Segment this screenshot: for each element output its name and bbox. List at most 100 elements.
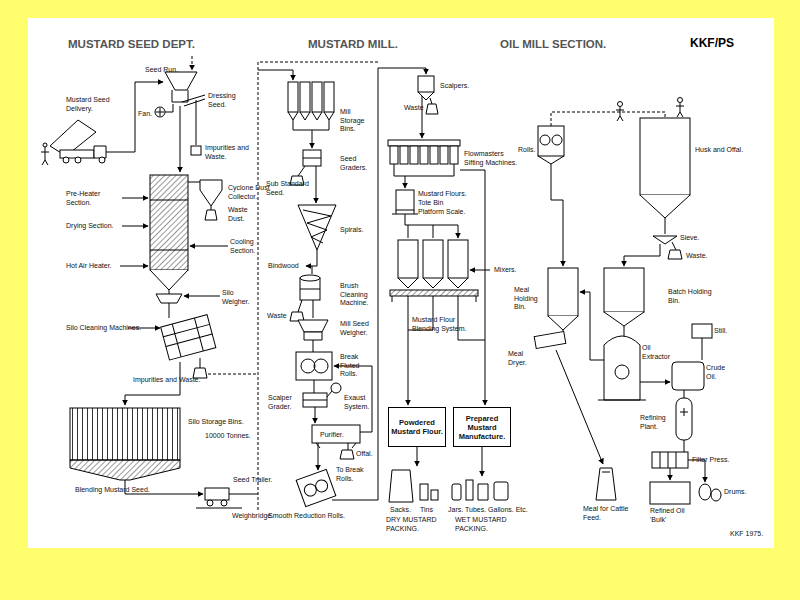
waste-bag: [668, 250, 682, 259]
smooth-reduction-rolls: [296, 469, 336, 506]
flow-line: [312, 130, 313, 148]
drums: [699, 484, 721, 501]
mixers: [423, 240, 443, 278]
delivery-truck: [41, 147, 49, 165]
equipment-label: Brush Cleaning Machine.: [340, 282, 376, 308]
scalpers: [426, 104, 438, 114]
silo-weigher: [156, 290, 182, 303]
exhaust-fan: [331, 383, 341, 393]
equipment-label: Waste Dust.: [228, 206, 258, 223]
crude-oil-tank: [672, 362, 704, 390]
seed-trailer: [221, 500, 227, 506]
watermark: KKF/PS: [690, 36, 770, 50]
drums: [699, 484, 711, 500]
scalpers: [418, 76, 434, 92]
exhaust-fan: [327, 383, 341, 397]
equipment-label: Spirals.: [340, 226, 370, 235]
equipment-label: Batch Holding Bin.: [668, 288, 713, 305]
flow-line: [200, 358, 201, 368]
equipment-label: Seed Trailer.: [233, 476, 283, 485]
equipment-label: DRY MUSTARD PACKING.: [386, 516, 442, 533]
mixers: [398, 278, 468, 288]
rolls-machine: [540, 135, 550, 145]
meal-holding-bin: [548, 316, 578, 330]
equipment-label: Offal.: [356, 450, 381, 459]
tote-bin-scale: [392, 190, 418, 214]
flow-line: [422, 96, 423, 138]
flow-line: [258, 70, 293, 80]
worker-figure: [616, 107, 624, 121]
mill-seed-weigher: [298, 320, 328, 340]
purifier: [316, 443, 356, 448]
rolls-machine: [538, 156, 564, 164]
batch-holding-bin: [604, 268, 644, 326]
mixers: [390, 290, 478, 296]
cyclone: [200, 180, 222, 206]
flowmaster-sifters: [430, 146, 438, 164]
rolls-machine: [538, 126, 564, 164]
cyclone: [188, 182, 200, 183]
flowmaster-sifters: [400, 146, 408, 164]
leader-arrow: [122, 198, 148, 199]
flow-line: [315, 407, 316, 423]
dry-packs: [420, 484, 428, 500]
equipment-label: Silo Cleaning Machines.: [66, 324, 166, 333]
still: [692, 324, 712, 338]
drums: [711, 489, 721, 501]
equipment-label: Meal for Cattle Feed.: [583, 505, 633, 522]
equipment-label: Flowmasters Sifting Machines.: [464, 150, 519, 167]
equipment-label: Sieve.: [680, 234, 710, 243]
equipment-label: KKF 1975.: [730, 530, 770, 539]
wet-packs: [452, 480, 508, 500]
oil-extractor: [615, 365, 629, 379]
flow-line: [405, 214, 458, 225]
scalper-grader: [303, 393, 327, 407]
seed-grader: [303, 150, 321, 166]
flow-line: [408, 296, 409, 405]
break-fluted-rolls: [314, 359, 328, 373]
equipment-label: Drums.: [724, 488, 754, 497]
equipment-label: Waste.: [686, 252, 721, 261]
flow-line: [670, 468, 671, 480]
section-heading: OIL MILL SECTION.: [500, 38, 660, 51]
cyclone: [205, 210, 217, 220]
brush-cleaning-machine: [300, 275, 320, 300]
seed-trailer: [196, 508, 242, 509]
flow-line: [417, 447, 418, 466]
leader-arrow: [184, 296, 220, 297]
dashed-line: [208, 374, 258, 375]
seed-trailer: [205, 488, 229, 500]
equipment-label: Mustard Seed Delivery.: [66, 96, 114, 113]
filter-press: [652, 452, 688, 468]
spirals: [298, 205, 336, 250]
equipment-label: Scalper Grader.: [268, 394, 300, 411]
flow-line: [180, 106, 181, 172]
equipment-label: Mill Storage Bins.: [340, 108, 376, 134]
flow-line: [665, 218, 666, 234]
equipment-label: Mixers.: [494, 266, 529, 275]
section-heading: MUSTARD MILL.: [308, 38, 458, 51]
equipment-label: Tins: [420, 506, 440, 515]
flow-line: [672, 242, 676, 250]
refining-plant: [676, 398, 692, 440]
equipment-label: Bindwood: [268, 262, 303, 271]
dry-packs: [389, 470, 413, 502]
flowmaster-sifters: [420, 146, 428, 164]
scalpers: [418, 92, 434, 100]
mill-storage-bins: [288, 82, 298, 112]
scalpers: [430, 98, 432, 104]
waste-box: [191, 146, 201, 155]
leader-arrow: [470, 270, 490, 271]
dryer-tower: [150, 200, 188, 250]
equipment-label: Mustard Flours.: [418, 190, 478, 199]
husk-silo: [640, 195, 690, 218]
leader-arrow: [122, 226, 148, 227]
equipment-label: Waste: [404, 104, 429, 113]
dashed-line: [258, 62, 378, 510]
oil-extractor: [598, 336, 646, 400]
mill-storage-bins: [300, 82, 310, 112]
flow-line: [624, 244, 660, 266]
spirals: [298, 205, 336, 250]
process-box: Powdered Mustard Flour.: [388, 407, 446, 447]
